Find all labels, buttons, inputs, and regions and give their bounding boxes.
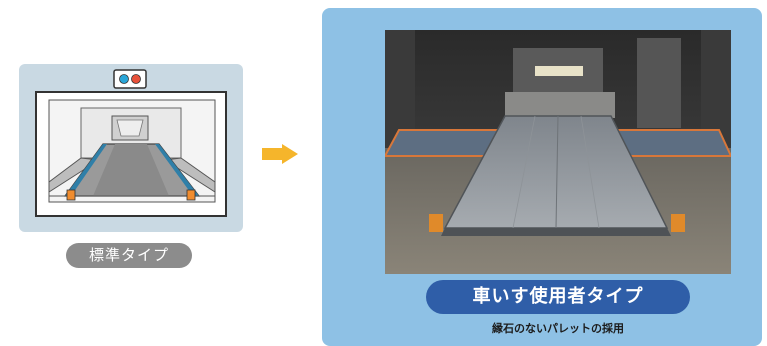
standard-type-panel	[19, 64, 243, 232]
signal-lamp-icon	[113, 69, 147, 89]
arrow-right-icon	[262, 144, 298, 164]
standard-type-label: 標準タイプ	[66, 243, 192, 268]
wheelchair-type-panel: 車いす使用者タイプ 縁石のないパレットの採用	[322, 8, 762, 346]
wheelchair-type-caption: 縁石のないパレットの採用	[492, 322, 624, 335]
wheelchair-type-label: 車いす使用者タイプ	[426, 280, 690, 314]
wheelchair-pallet-photo	[385, 30, 731, 274]
standard-parking-illustration	[35, 69, 227, 217]
